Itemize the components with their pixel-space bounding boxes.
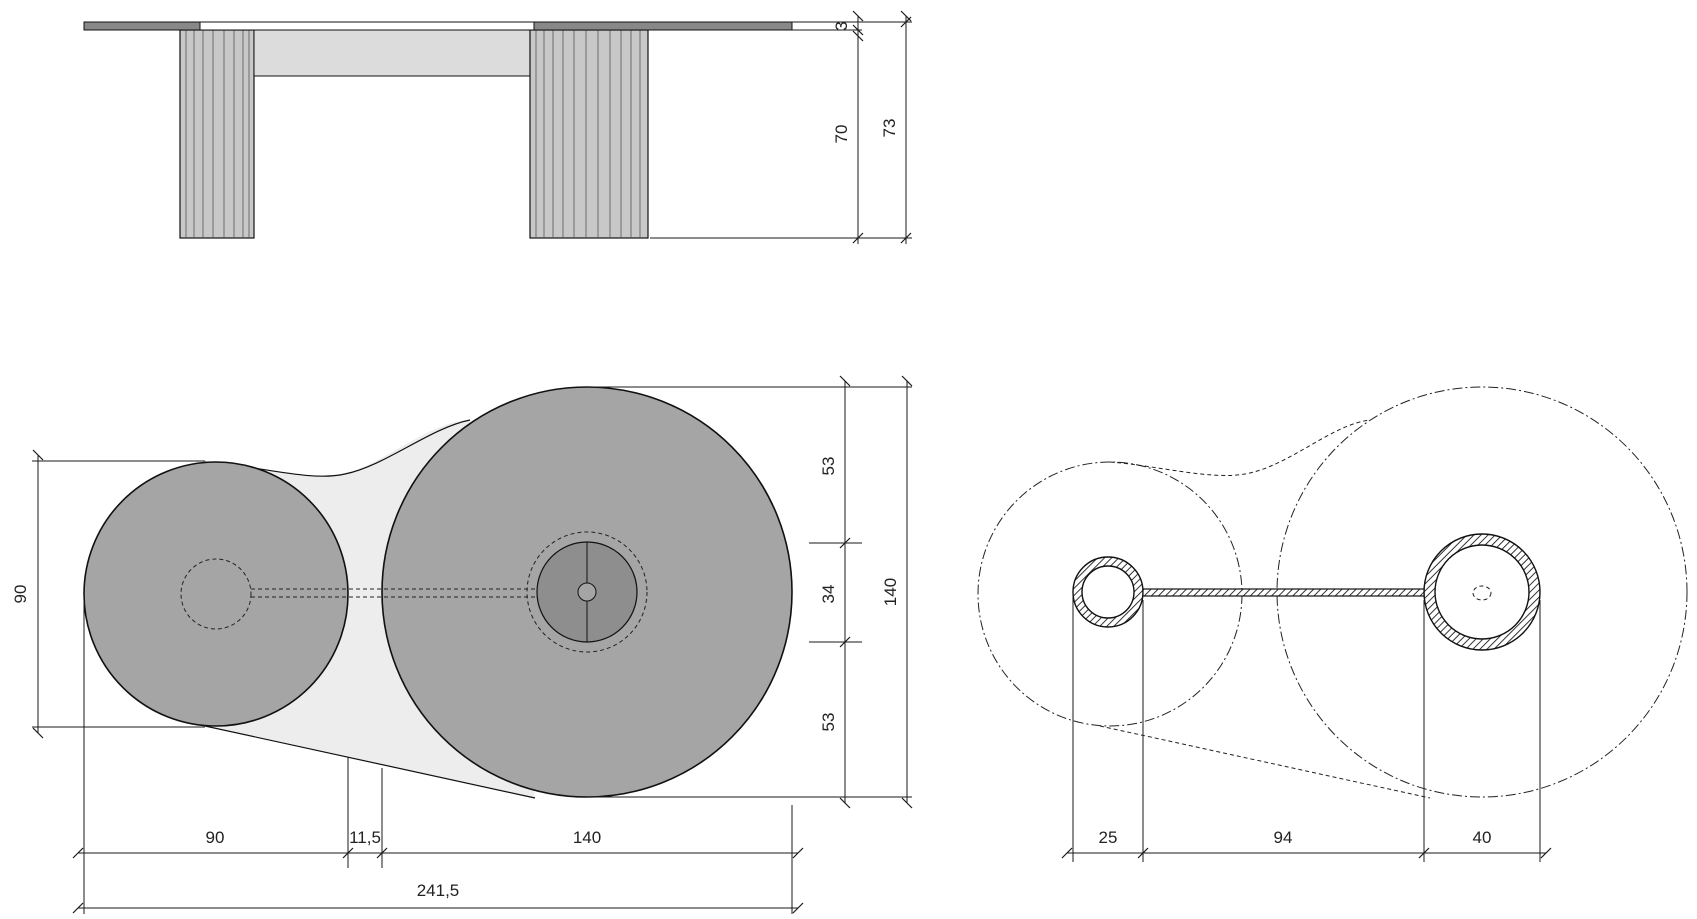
dim-140-right: 140	[881, 578, 900, 606]
elevation-view: 3 70 73	[83, 10, 912, 244]
dim-94: 94	[1274, 828, 1293, 847]
elevation-dimensions: 3 70 73	[650, 10, 912, 244]
connecting-beam	[253, 29, 531, 77]
dim-40: 40	[1473, 828, 1492, 847]
top-slab-right	[533, 21, 793, 31]
dim-53-bottom: 53	[819, 713, 838, 732]
dim-11-5: 11,5	[349, 828, 381, 847]
dim-34: 34	[819, 585, 838, 604]
base-plan-view: 25 94 40	[977, 386, 1688, 862]
top-slab-left	[83, 21, 201, 31]
dim-90-bottom: 90	[206, 828, 225, 847]
connecting-bar	[1142, 588, 1425, 597]
top-view: 90 53 34 53 140 90 11,5 140	[11, 375, 913, 914]
dim-73: 73	[880, 119, 899, 138]
dim-90-left: 90	[11, 585, 30, 604]
right-pedestal	[529, 29, 649, 239]
dim-241-5: 241,5	[417, 881, 460, 900]
small-base-outline	[180, 558, 252, 630]
top-slab-gap	[199, 21, 535, 31]
dim-25: 25	[1099, 828, 1118, 847]
dim-70: 70	[832, 125, 851, 144]
small-top-disc	[83, 461, 349, 727]
base-plan-dimensions: 25 94 40	[1061, 594, 1552, 862]
large-base-outline	[526, 531, 648, 653]
dim-53-top: 53	[819, 457, 838, 476]
left-pedestal	[179, 29, 255, 239]
dim-3: 3	[832, 21, 851, 30]
top-view-dimensions: 90 53 34 53 140 90 11,5 140	[11, 375, 913, 914]
dim-140-bottom: 140	[573, 828, 601, 847]
